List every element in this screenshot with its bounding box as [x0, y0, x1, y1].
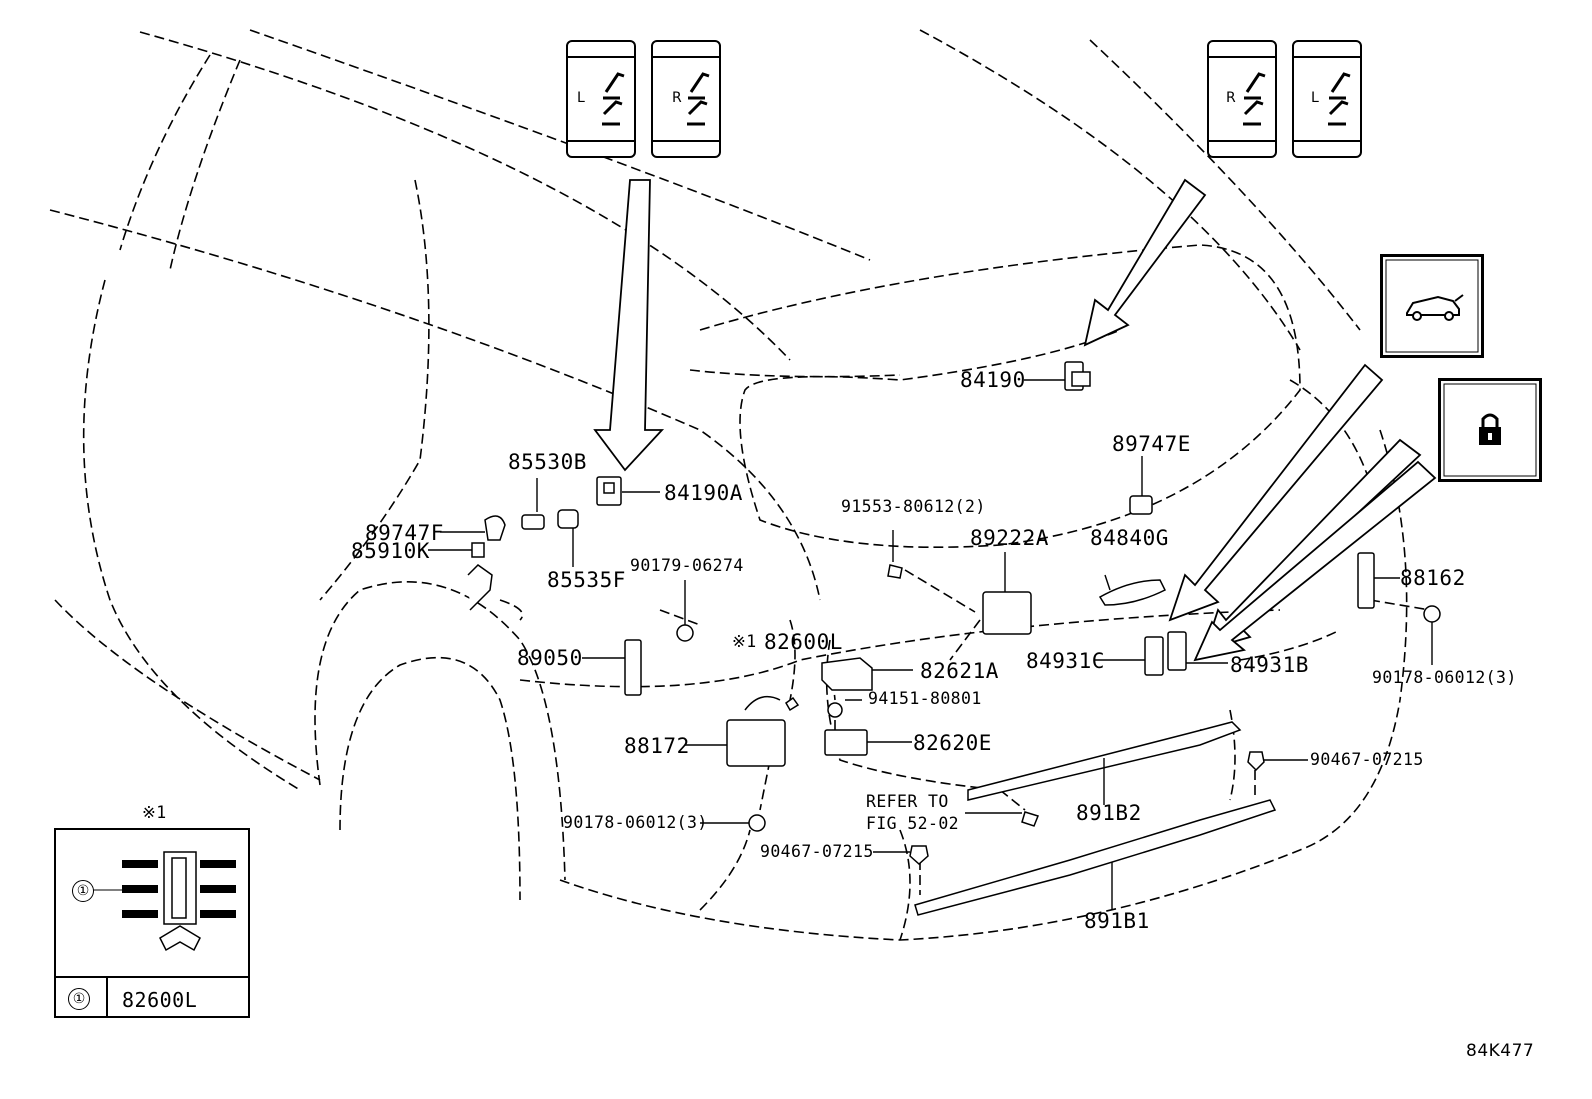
part-label-89747E[interactable]: 89747E	[1112, 432, 1191, 456]
part-label-82620E[interactable]: 82620E	[913, 731, 992, 755]
part-label-89222A[interactable]: 89222A	[970, 526, 1049, 550]
part-label-85535F[interactable]: 85535F	[547, 568, 626, 592]
part-label-88162[interactable]: 88162	[1400, 566, 1466, 590]
part-label-84190A[interactable]: 84190A	[664, 481, 743, 505]
seat-heater-switch-right-icon: R	[651, 40, 721, 158]
part-label-84840G[interactable]: 84840G	[1090, 526, 1169, 550]
inset-mark: ※1	[142, 803, 167, 822]
part-label-91553-80612[interactable]: 91553-80612(2)	[841, 497, 986, 516]
seat-heater-switch-right-icon: R	[1207, 40, 1277, 158]
part-label-88172[interactable]: 88172	[624, 734, 690, 758]
car-rear-hatch-icon	[1380, 254, 1484, 358]
part-label-84931C[interactable]: 84931C	[1026, 649, 1105, 673]
part-label-94151-80801[interactable]: 94151-80801	[868, 689, 982, 708]
part-label-82600L[interactable]: 82600L	[764, 630, 843, 654]
part-label-90467-07215-right[interactable]: 90467-07215	[1310, 750, 1424, 769]
inset-part-number: 82600L	[122, 988, 198, 1012]
part-label-89050[interactable]: 89050	[517, 646, 583, 670]
part-label-90467-07215-left[interactable]: 90467-07215	[760, 842, 874, 861]
part-label-90178-06012-left[interactable]: 90178-06012(3)	[563, 813, 708, 832]
seat-heater-switch-left-icon: L	[566, 40, 636, 158]
part-label-90178-06012-right[interactable]: 90178-06012(3)	[1372, 668, 1517, 687]
refer-text-line1: REFER TO	[866, 792, 949, 811]
part-label-84190[interactable]: 84190	[960, 368, 1026, 392]
callout-number: ①	[72, 880, 94, 902]
part-label-89747F[interactable]: 89747F	[365, 521, 444, 545]
part-label-90179-06274[interactable]: 90179-06274	[630, 556, 744, 575]
part-label-85530B[interactable]: 85530B	[508, 450, 587, 474]
seat-side-label: R	[671, 90, 683, 106]
part-label-84931B[interactable]: 84931B	[1230, 653, 1309, 677]
refer-text-line2[interactable]: FIG 52-02	[866, 814, 960, 833]
part-label-891B1[interactable]: 891B1	[1084, 909, 1150, 933]
seat-heater-switch-left-icon: L	[1292, 40, 1362, 158]
seat-side-label: L	[1310, 90, 1320, 106]
mark-82600L: ※1	[732, 632, 757, 651]
callout-number: ①	[68, 988, 90, 1010]
inset-82600L: ① ① 82600L	[54, 828, 250, 1018]
part-label-85910K[interactable]: 85910K	[351, 539, 430, 563]
part-label-891B2[interactable]: 891B2	[1076, 801, 1142, 825]
part-label-82621A[interactable]: 82621A	[920, 659, 999, 683]
lock-icon	[1438, 378, 1542, 482]
diagram-code: 84K477	[1466, 1041, 1535, 1061]
seat-side-label: L	[576, 90, 586, 106]
seat-side-label: R	[1225, 90, 1237, 106]
